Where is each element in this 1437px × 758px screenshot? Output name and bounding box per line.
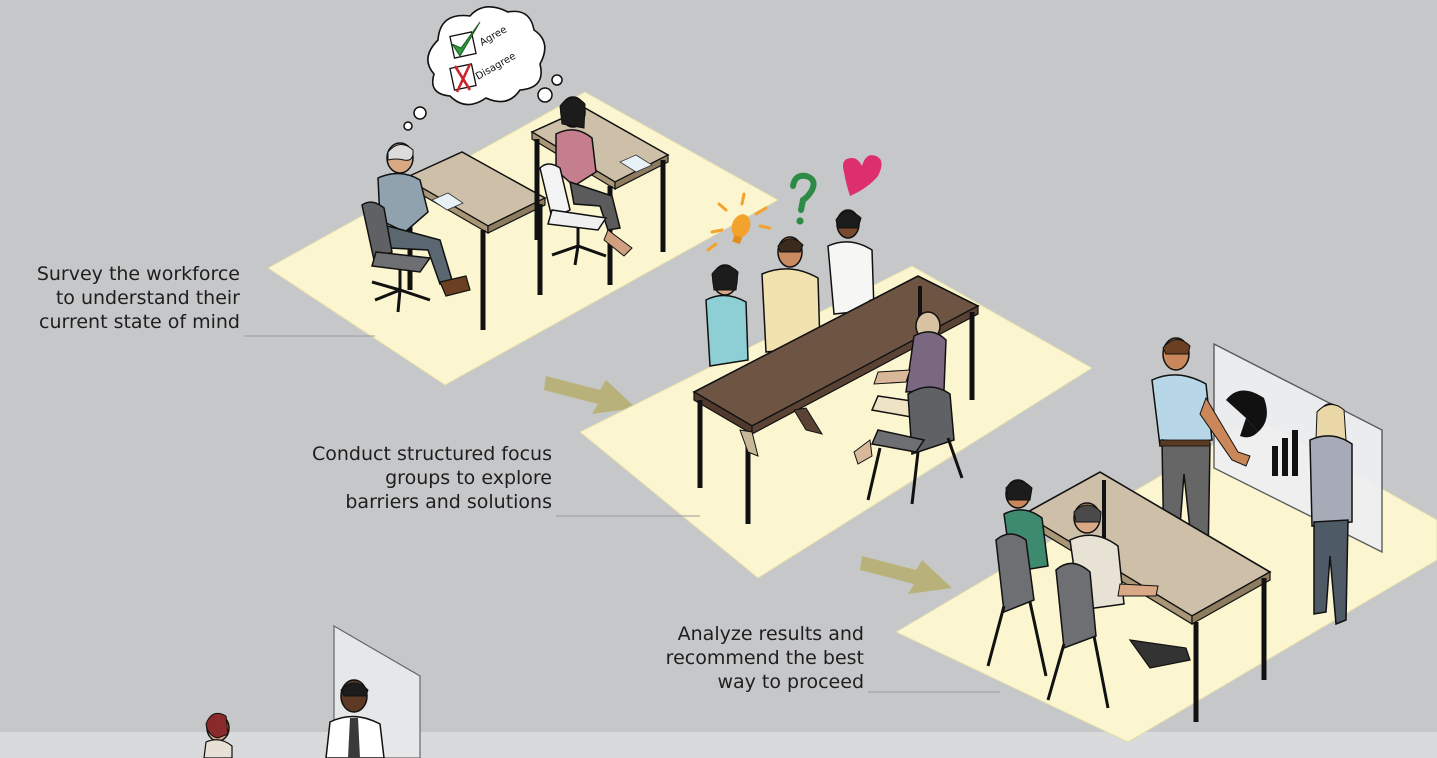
focus-person-1 [705,264,749,367]
check-icon [450,21,481,57]
question-mark-icon [790,172,817,225]
presenter-woman [1309,403,1353,626]
step-analyze-line-1: Analyze results and [677,623,864,645]
survey-floor [267,91,780,386]
survey-person-left [377,142,471,297]
step-survey-line-3: current state of mind [39,311,240,333]
heart-icon [843,155,882,196]
bar-chart-icon [1272,430,1298,476]
step-focus-label: Conduct structured focus groups to explo… [312,442,552,514]
arrow-step-1 [544,376,636,414]
step-analyze-line-2: recommend the best [665,647,864,669]
arrow-step-2 [860,556,952,594]
analyze-chairs [986,533,1110,709]
survey-chair-left [361,201,432,313]
focus-chair [866,386,964,505]
step-survey-line-1: Survey the workforce [36,263,240,285]
step-survey-line-2: to understand their [55,287,240,309]
step-analyze-label: Analyze results and recommend the best w… [666,622,864,694]
thought-bubble [403,6,563,131]
pie-chart-icon [1226,390,1267,432]
cross-icon [453,63,472,93]
step-focus-line-1: Conduct structured focus [312,443,552,465]
survey-person-right [555,96,633,257]
lightbulb-icon [706,192,772,252]
step-focus-line-2: groups to explore [385,467,552,489]
survey-chair-right [539,163,608,266]
step-analyze-line-3: way to proceed [717,671,864,693]
bottom-band [0,732,1437,758]
step-survey-label: Survey the workforce to understand their… [37,262,240,334]
focus-people-legs [739,407,824,457]
step-focus-line-3: barriers and solutions [345,491,552,513]
bottom-left-scene [203,624,421,758]
